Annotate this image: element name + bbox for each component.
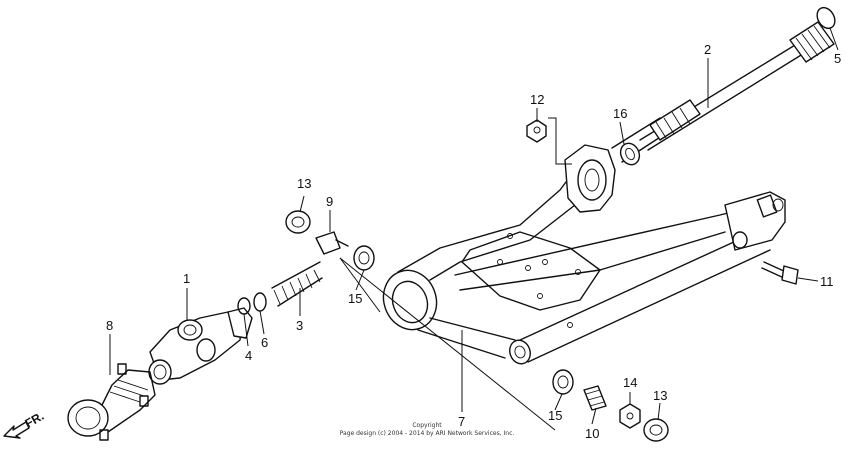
callout-9: 9	[326, 194, 333, 209]
pivot-adjusting-bolt	[583, 385, 607, 411]
callout-3: 3	[296, 318, 303, 333]
callout-numbers: 1 2 3 4 5 6 7 8 9 10 11 12 13 13 14 15 1…	[106, 42, 841, 441]
pivot-bearing	[552, 369, 574, 395]
callout-10: 10	[585, 426, 599, 441]
callout-8: 8	[106, 318, 113, 333]
circlip	[816, 6, 836, 30]
pivot-bearing	[353, 245, 375, 271]
swing-arm	[382, 144, 786, 365]
drive-shaft	[611, 21, 835, 163]
front-direction-indicator: FR.	[3, 409, 46, 439]
spring-seat	[315, 231, 349, 255]
callout-13-lower: 13	[653, 388, 667, 403]
callout-2: 2	[704, 42, 711, 57]
callout-14: 14	[623, 375, 637, 390]
front-arrow-icon	[3, 421, 30, 439]
callout-15-upper: 15	[348, 291, 362, 306]
callout-5: 5	[834, 51, 841, 66]
callout-16: 16	[613, 106, 627, 121]
copyright-line-1: Copyright	[412, 422, 442, 429]
universal-joint	[148, 307, 253, 385]
callout-4: 4	[245, 348, 252, 363]
leader-lines	[109, 27, 839, 431]
pivot-bolt	[761, 261, 799, 285]
callout-13-upper: 13	[297, 176, 311, 191]
lock-nut	[643, 418, 669, 442]
copyright-line-2: Page design (c) 2004 - 2014 by ARI Netwo…	[340, 430, 515, 437]
spring	[271, 261, 323, 307]
callout-15-lower: 15	[548, 408, 562, 423]
callout-7: 7	[458, 414, 465, 429]
cap-nut	[526, 119, 547, 143]
callout-12: 12	[530, 92, 544, 107]
lock-nut	[619, 403, 641, 429]
washer	[253, 292, 267, 312]
callout-6: 6	[261, 335, 268, 350]
callout-1: 1	[183, 271, 190, 286]
lock-nut	[285, 210, 311, 234]
callout-11: 11	[820, 274, 834, 289]
boot	[67, 363, 156, 441]
oil-seal	[619, 142, 641, 166]
copyright: Copyright Page design (c) 2004 - 2014 by…	[340, 422, 515, 437]
